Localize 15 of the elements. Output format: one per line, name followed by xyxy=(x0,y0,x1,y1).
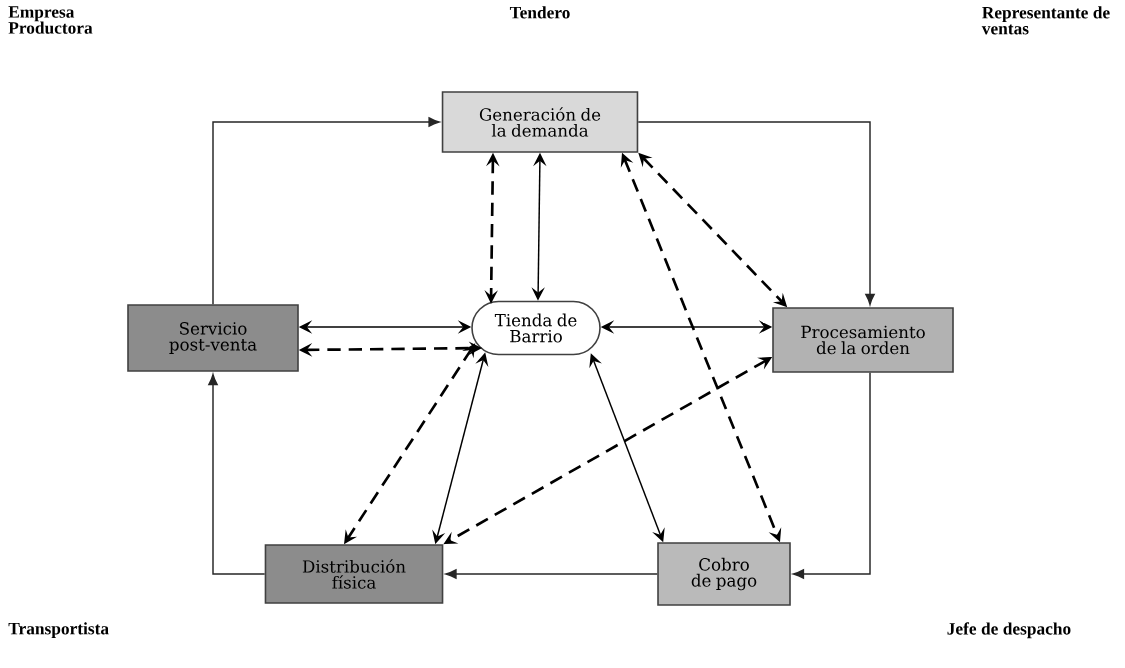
process-box: Servicio post-venta xyxy=(127,304,299,372)
arrow xyxy=(212,117,440,305)
process-box: Distribución física xyxy=(264,544,444,604)
arrow xyxy=(792,372,871,579)
arrow xyxy=(208,373,266,575)
process-box: Procesamiento de la orden xyxy=(772,307,954,373)
role-label: Representante de ventas xyxy=(981,6,1110,35)
process-box: Cobro de pago xyxy=(657,542,791,606)
process-box: Generación de la demanda xyxy=(441,91,639,153)
role-label: Transportista xyxy=(8,622,109,638)
arrow xyxy=(637,121,875,306)
role-label: Empresa Productora xyxy=(8,6,93,34)
role-label: Tendero xyxy=(509,6,570,19)
arrow xyxy=(445,569,658,579)
role-label: Jefe de despacho xyxy=(947,622,1071,639)
